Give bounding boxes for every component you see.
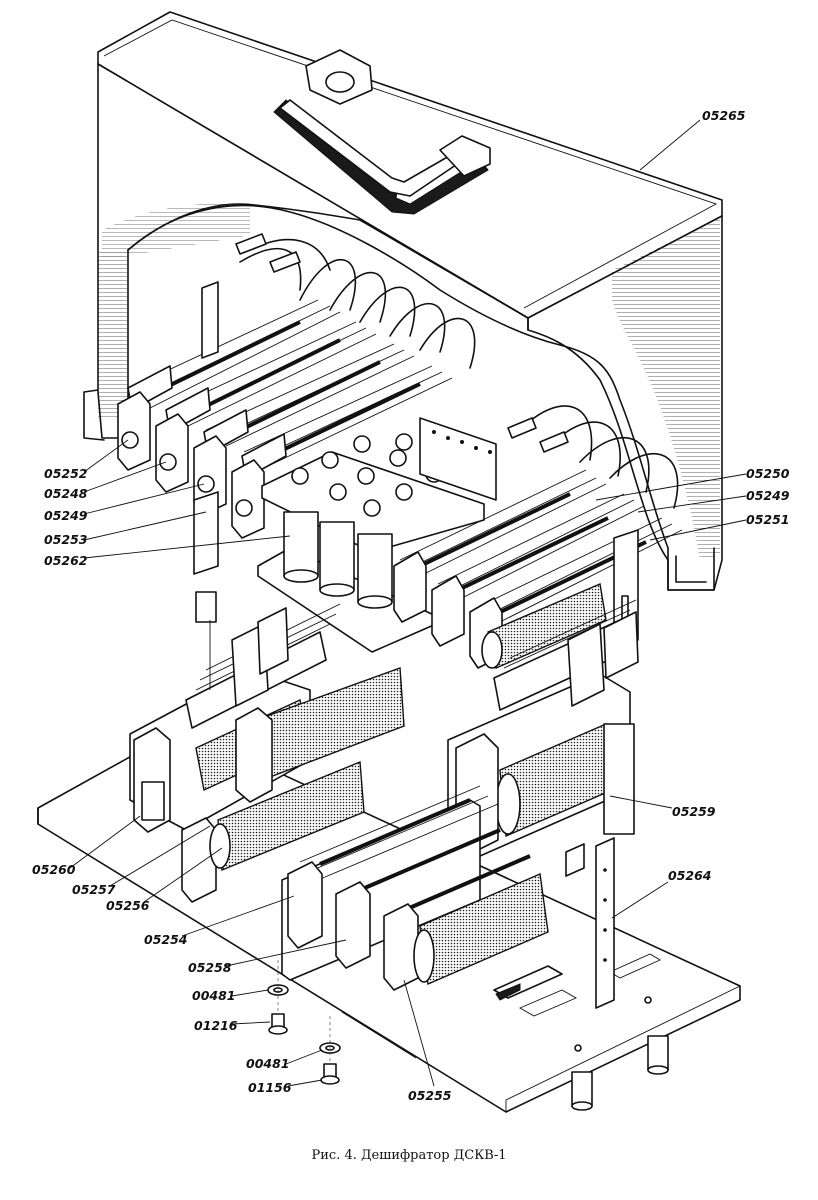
cover-handle bbox=[273, 49, 491, 215]
callout-05257: 05257 bbox=[72, 882, 116, 897]
callout-05252: 05252 bbox=[44, 466, 88, 481]
callout-00481-lower: 00481 bbox=[246, 1056, 290, 1071]
callout-05251: 05251 bbox=[746, 512, 790, 527]
callout-05248: 05248 bbox=[44, 486, 88, 501]
callout-05265: 05265 bbox=[702, 108, 746, 123]
capacitor-block bbox=[257, 417, 497, 653]
callout-05258: 05258 bbox=[188, 960, 232, 975]
callout-05255: 05255 bbox=[408, 1088, 452, 1103]
callout-01156: 01156 bbox=[248, 1080, 292, 1095]
callout-05253: 05253 bbox=[44, 532, 88, 547]
callout-05249-left: 05249 bbox=[44, 508, 88, 523]
callout-01216: 01216 bbox=[194, 1018, 238, 1033]
callout-00481-upper: 00481 bbox=[192, 988, 236, 1003]
upper-relay-row-left bbox=[117, 233, 476, 575]
lower-relays bbox=[129, 591, 639, 1009]
callout-05259: 05259 bbox=[672, 804, 716, 819]
callout-05249-right: 05249 bbox=[746, 488, 790, 503]
callout-05262: 05262 bbox=[44, 553, 88, 568]
callout-05264: 05264 bbox=[668, 868, 712, 883]
figure-caption: Рис. 4. Дешифратор ДСКВ-1 bbox=[311, 1148, 507, 1163]
callout-05260: 05260 bbox=[32, 862, 76, 877]
hardware bbox=[267, 960, 417, 1085]
leader-lines bbox=[69, 119, 747, 1087]
cover-housing bbox=[83, 11, 723, 591]
callout-05256: 05256 bbox=[106, 898, 150, 913]
callout-05254: 05254 bbox=[144, 932, 188, 947]
callout-05250: 05250 bbox=[746, 466, 790, 481]
callout-labels: 05265 05252 05248 05249 05253 05262 0525… bbox=[32, 108, 790, 1103]
